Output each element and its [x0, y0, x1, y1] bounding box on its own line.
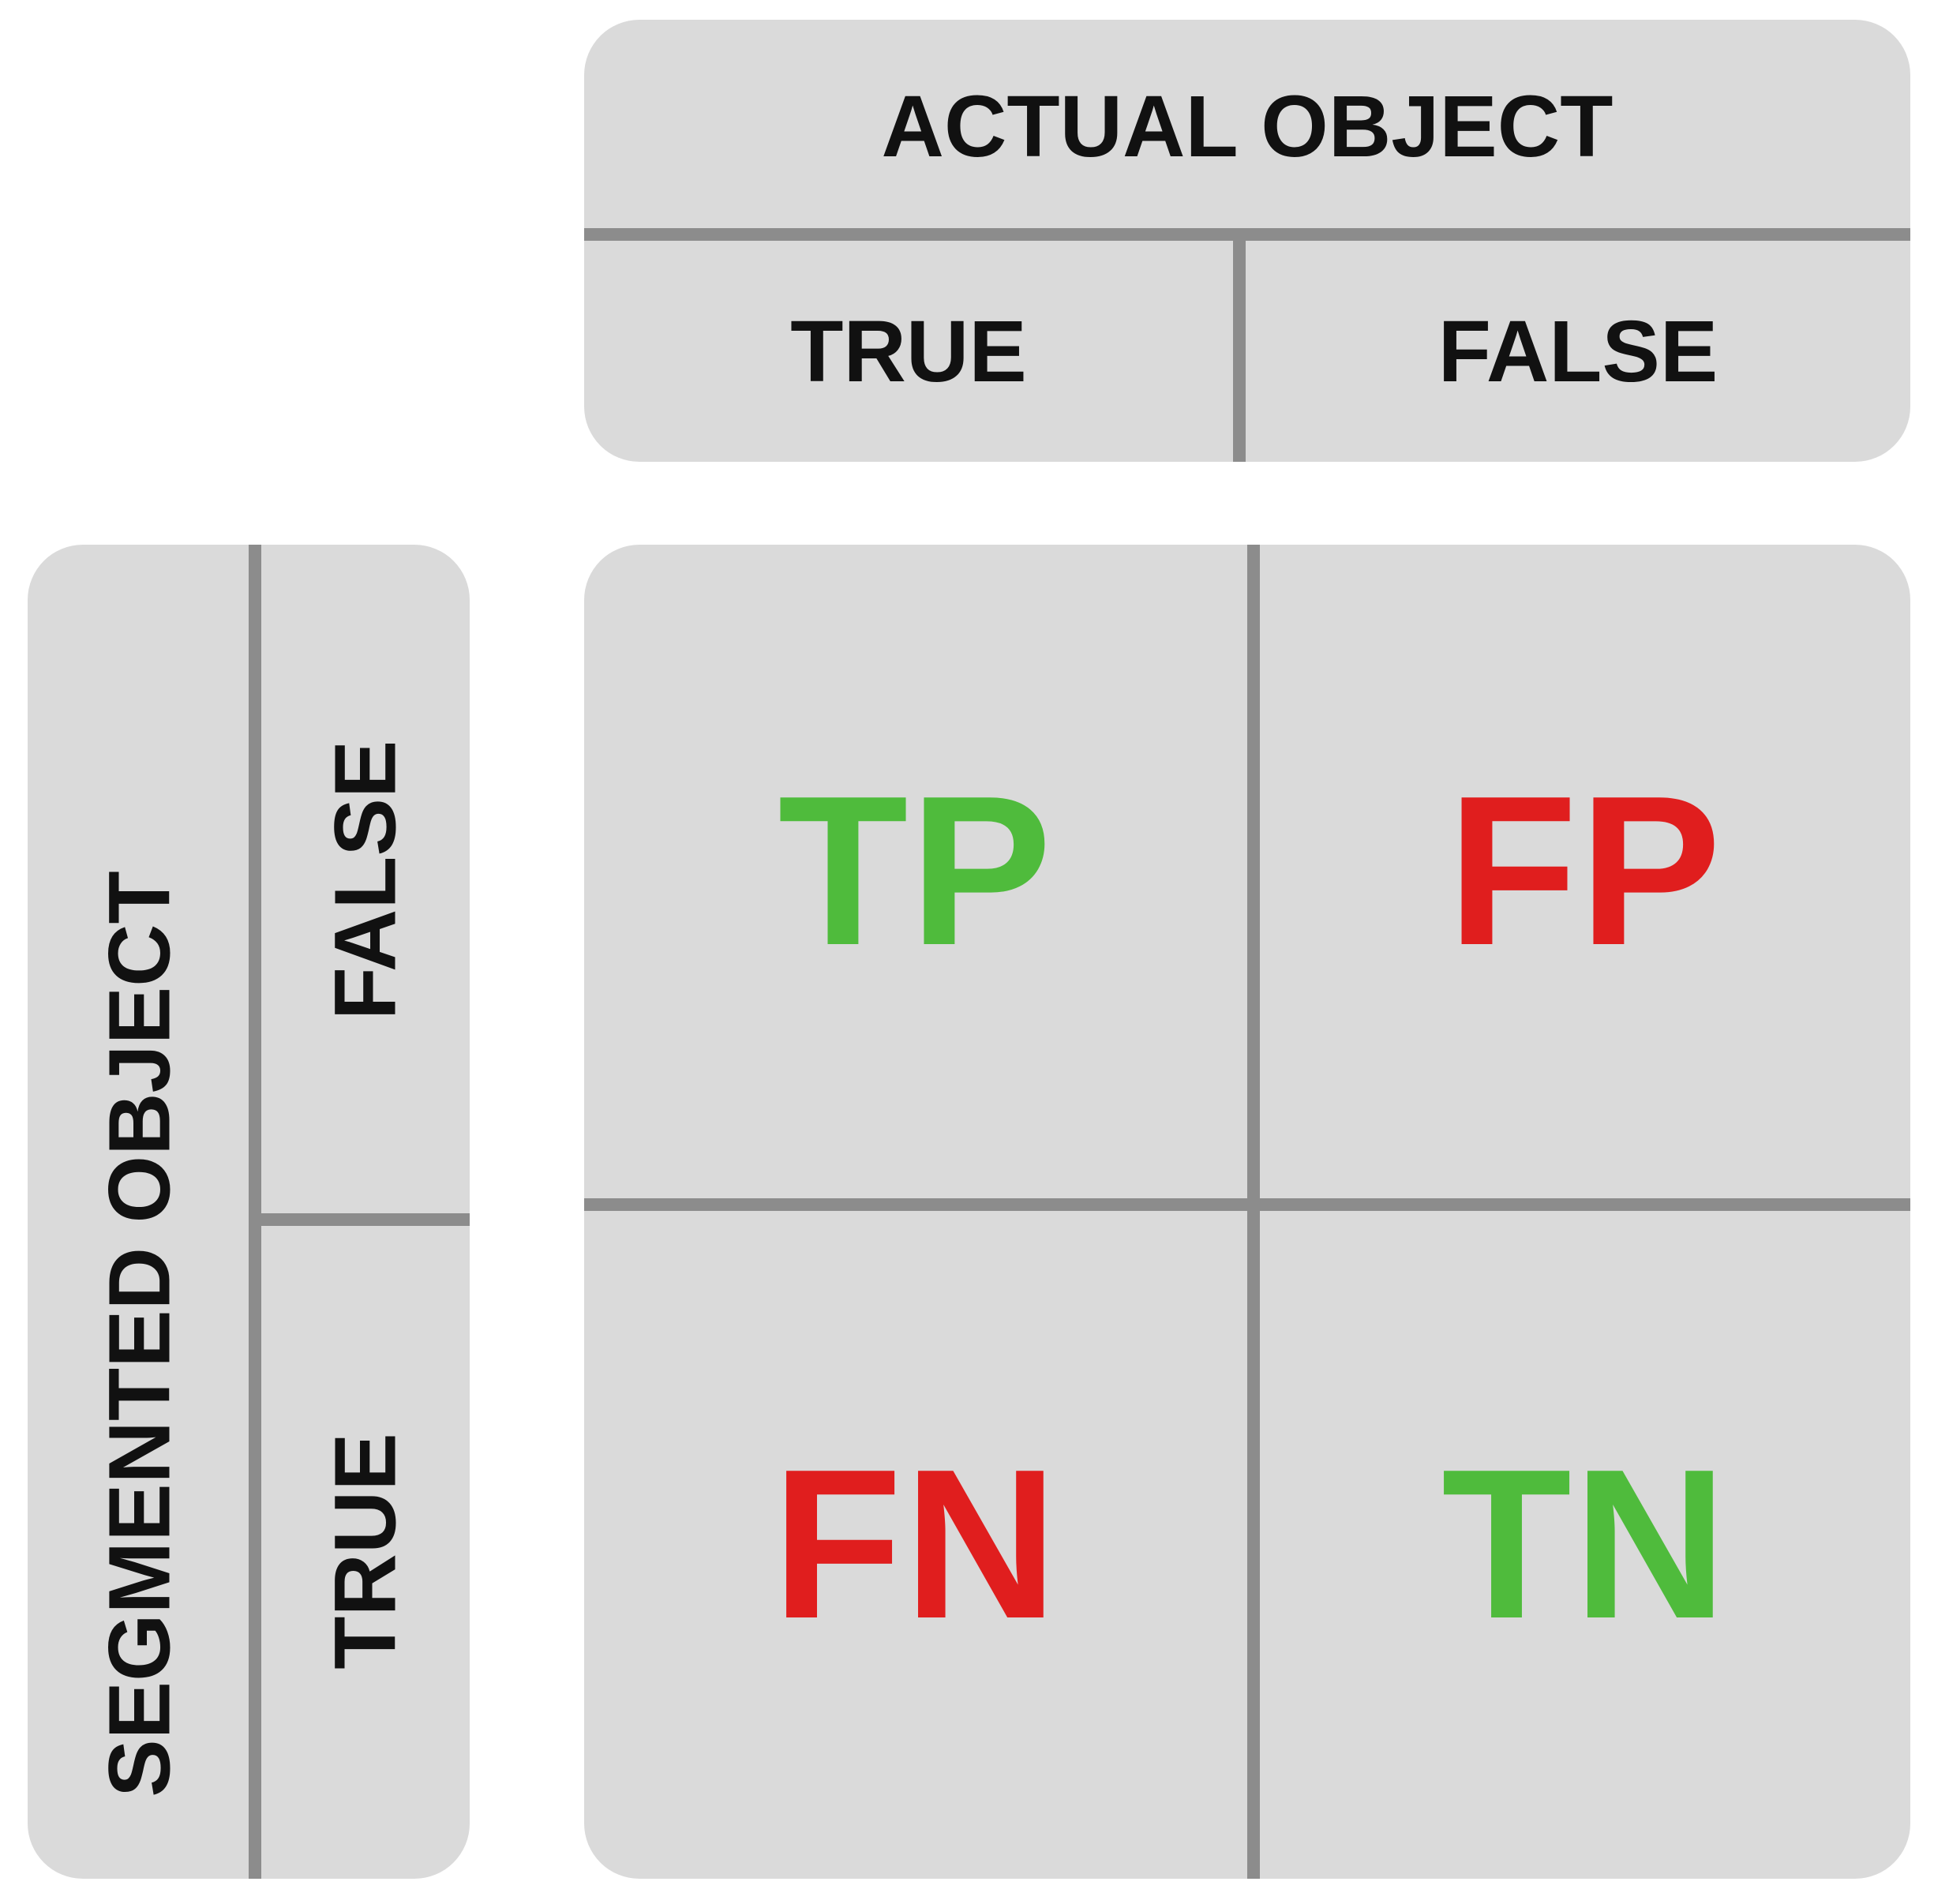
cell-false-positive: FP: [1447, 752, 1723, 990]
segmented-header-divider-v: [249, 545, 261, 1879]
cell-true-negative: TN: [1441, 1426, 1729, 1663]
segmented-header-divider-h: [261, 1213, 470, 1226]
actual-object-header: ACTUAL OBJECT TRUE FALSE: [584, 20, 1910, 462]
actual-col-false: FALSE: [1437, 302, 1718, 400]
segmented-object-header: SEGMENTED OBJECT FALSE TRUE: [28, 545, 470, 1879]
cell-false-negative: FN: [772, 1426, 1059, 1663]
actual-col-true: TRUE: [790, 302, 1027, 400]
cell-true-positive: TP: [778, 752, 1054, 990]
segmented-object-title: SEGMENTED OBJECT: [91, 871, 189, 1797]
confusion-matrix: TP FP FN TN: [584, 545, 1910, 1879]
matrix-divider-h: [584, 1198, 1910, 1211]
segmented-row-true: TRUE: [317, 1433, 414, 1670]
segmented-row-false: FALSE: [317, 740, 414, 1021]
actual-header-divider-h: [584, 228, 1910, 241]
actual-header-divider-v: [1233, 241, 1246, 462]
actual-object-title: ACTUAL OBJECT: [881, 77, 1614, 175]
matrix-divider-v: [1247, 545, 1260, 1879]
